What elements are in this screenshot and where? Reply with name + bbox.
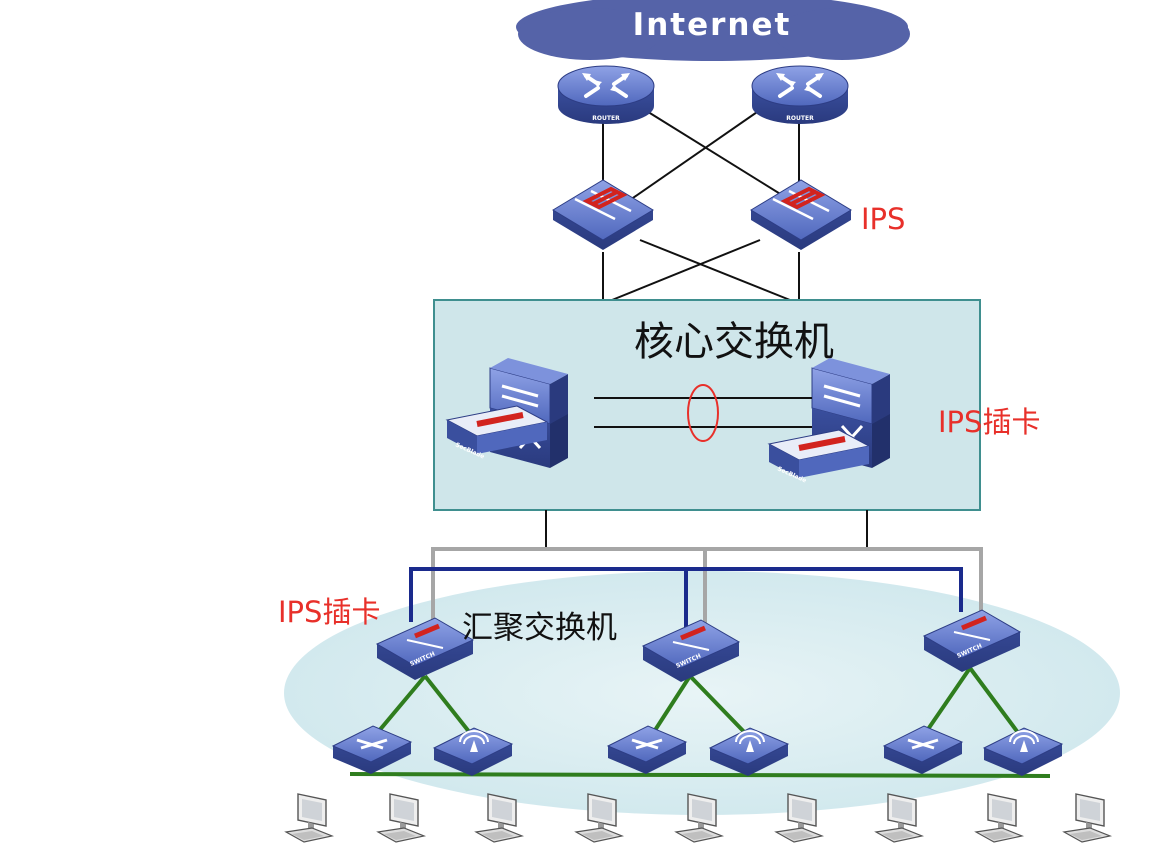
green-links <box>349 666 1051 778</box>
pc-icon <box>377 793 425 843</box>
router-caption: ROUTER <box>786 115 814 122</box>
pc-row <box>285 793 1111 843</box>
router-icon: ROUTER <box>556 64 656 126</box>
ips-card-label-agg: IPS插卡 <box>278 595 380 629</box>
ips-card-label-core: IPS插卡 <box>938 405 1040 439</box>
switch-icon: SWITCH <box>924 610 1020 672</box>
router-icon: ROUTER <box>750 64 850 126</box>
ips-icon <box>749 178 853 252</box>
internet-cloud: Internet <box>516 0 910 61</box>
internet-label: Internet <box>633 7 792 43</box>
switch-icon: SWITCH <box>643 620 739 682</box>
pc-icon <box>975 793 1023 843</box>
ips-label: IPS <box>861 202 905 236</box>
ips-icon <box>551 178 655 252</box>
aggregation-switch-label: 汇聚交换机 <box>462 610 617 646</box>
switch-icon: SWITCH <box>377 618 473 680</box>
router-ips-links <box>602 109 800 201</box>
link-aggregation-ring <box>687 384 719 442</box>
pc-icon <box>1063 793 1111 843</box>
ips-core-links <box>602 239 800 301</box>
core-agg-drops <box>545 510 868 549</box>
core-switch-label: 核心交换机 <box>634 319 834 365</box>
pc-icon <box>475 793 523 843</box>
core-stack-links <box>594 397 812 428</box>
pc-icon <box>285 793 333 843</box>
router-caption: ROUTER <box>592 115 620 122</box>
